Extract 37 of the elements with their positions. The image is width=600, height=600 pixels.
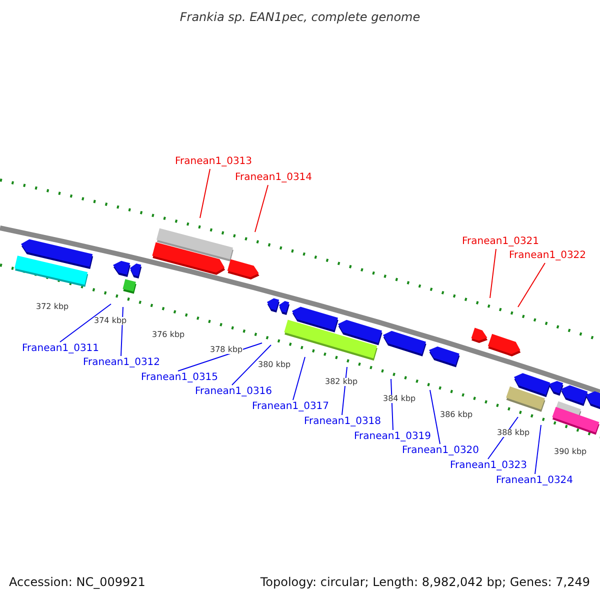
leader-line — [292, 356, 306, 400]
gene-label: Franean1_0316 — [195, 387, 272, 397]
gene-label: Franean1_0311 — [22, 344, 100, 354]
gene-label: Franean1_0312 — [83, 358, 160, 368]
map-title: Frankia sp. EAN1pec, complete genome — [178, 11, 422, 23]
leader-line — [200, 168, 210, 218]
scale-label: 386 kbp — [440, 411, 473, 419]
scale-label: 390 kbp — [554, 448, 587, 456]
leader-line — [232, 344, 272, 386]
scale-label: 374 kbp — [94, 317, 127, 325]
gene-label: Franean1_0318 — [304, 417, 382, 427]
scale-label: 376 kbp — [152, 331, 185, 339]
gene-label: Franean1_0319 — [354, 432, 432, 442]
scale-label: 378 kbp — [210, 346, 243, 354]
gene-label: Franean1_0321 — [462, 237, 540, 247]
leader-line — [60, 304, 112, 342]
leader-line — [254, 184, 268, 232]
leader-line — [518, 262, 546, 308]
scale-label: 388 kbp — [497, 429, 530, 437]
genome-info-note: Topology: circular; Length: 8,982,042 bp; Genes: 7,249 — [260, 576, 590, 588]
gene-label: Franean1_0323 — [450, 461, 528, 471]
gene-label: Franean1_0314 — [235, 173, 312, 183]
gene-label: Franean1_0313 — [175, 157, 252, 167]
accession-note: Accession: NC_009921 — [9, 576, 146, 588]
gene-label: Franean1_0315 — [141, 373, 218, 383]
scale-label: 372 kbp — [36, 303, 69, 311]
gene-label: Franean1_0320 — [402, 446, 480, 456]
scale-label: 382 kbp — [325, 378, 358, 386]
leader-line — [534, 424, 542, 474]
leader-line — [490, 248, 496, 298]
scale-label: 380 kbp — [258, 361, 291, 369]
gene-label: Franean1_0317 — [252, 402, 330, 412]
scale-label: 384 kbp — [383, 395, 416, 403]
leader-line — [390, 378, 394, 430]
leader-line — [430, 390, 440, 444]
gene-label: Franean1_0322 — [509, 251, 586, 261]
gene-label: Franean1_0324 — [496, 476, 574, 486]
